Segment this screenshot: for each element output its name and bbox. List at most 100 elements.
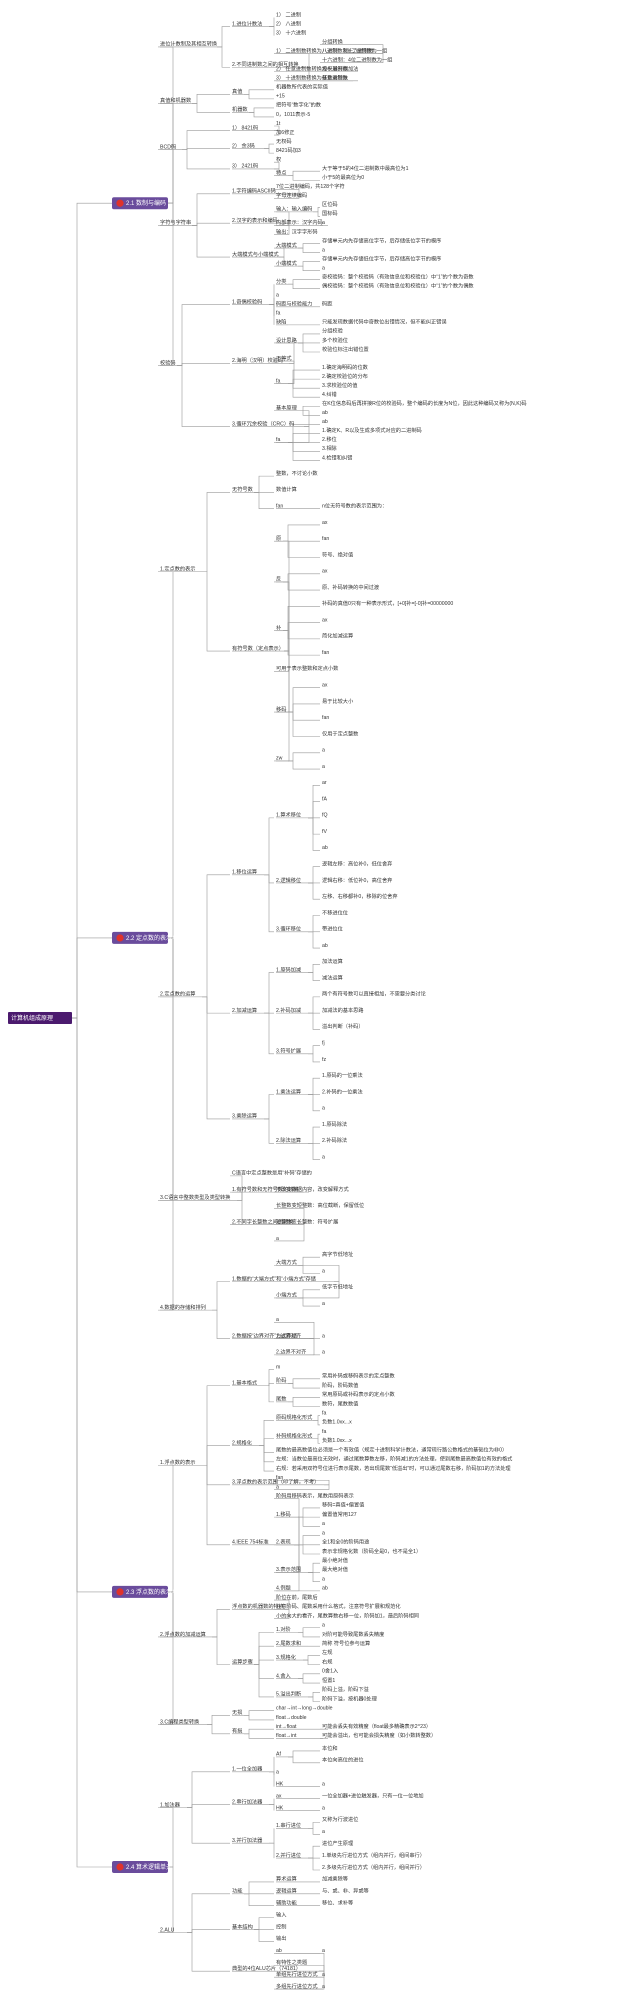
node-label: ab xyxy=(322,1586,328,1592)
node-label: 不移进位位 xyxy=(322,908,348,916)
connector-line xyxy=(259,1445,274,1472)
connector-line xyxy=(264,1385,274,1403)
connector-line xyxy=(298,1265,320,1274)
node-label: a xyxy=(322,1984,325,1990)
connector-line xyxy=(303,1659,320,1665)
connector-line xyxy=(283,573,320,583)
node-label: 2） 任意进制数转换为十进制数 xyxy=(276,65,349,73)
connector-line xyxy=(249,107,274,113)
node-label: n位无符号数的表示范围为： xyxy=(322,501,387,509)
node-label: 阶码，阶码数值 xyxy=(322,1381,358,1389)
node-label: +15 xyxy=(276,94,285,100)
connector-line xyxy=(244,1893,274,1907)
node-label: 2.定点数的运算 xyxy=(160,990,195,998)
node-label: 阶码 xyxy=(276,1376,286,1384)
node-label: 3） 十进制数转换为任意进制数 xyxy=(276,74,349,82)
node-label: 2.补码加减 xyxy=(276,1006,302,1014)
root-node xyxy=(8,1012,72,1024)
connector-line xyxy=(264,972,274,1014)
node-label: 阶码上溢，阶码下溢 xyxy=(322,1685,369,1693)
connector-line xyxy=(313,207,320,213)
node-label: a xyxy=(322,1948,325,1954)
node-label: a xyxy=(322,1154,325,1160)
connector-line xyxy=(308,1562,320,1573)
node-label: 1.原码除法 xyxy=(322,1120,347,1128)
node-label: 数符，尾数数值 xyxy=(322,1399,358,1407)
node-label: 原码规格化形式 xyxy=(276,1413,313,1421)
node-label: fa xyxy=(322,1429,326,1435)
node-label: a xyxy=(322,1623,325,1629)
node-label: a xyxy=(322,1781,325,1787)
node-label: 区位码 xyxy=(322,200,338,208)
connector-line xyxy=(177,365,230,427)
node-label: 输入：输入编码 xyxy=(276,205,312,213)
node-label: 2.确定校验位的分布 xyxy=(322,372,368,380)
node-label: a xyxy=(322,247,325,253)
node-label: 不等式 xyxy=(276,354,292,362)
node-label: 尾数 xyxy=(276,1395,287,1403)
node-label: 2.规格化 xyxy=(232,1438,252,1446)
connector-line xyxy=(308,1053,320,1063)
node-label: 1.进位计数法 xyxy=(232,19,262,27)
node-label: 字符与字符串 xyxy=(160,218,191,226)
node-label: 无权码 xyxy=(276,137,292,145)
node-label: 1.串行进位 xyxy=(276,1821,301,1829)
connector-line xyxy=(177,363,230,366)
node-label: fa xyxy=(322,1411,326,1417)
node-label: 简称 符号位参与运算 xyxy=(322,1639,370,1647)
node-label: 短整数变长整数：符号扩展 xyxy=(276,1217,338,1225)
connector-line xyxy=(269,1771,275,1775)
node-label: 数值计算 xyxy=(276,485,297,493)
node-label: 进位产生原理 xyxy=(322,1839,354,1847)
connector-line xyxy=(308,996,320,1014)
node-label: 2.不同进制数之间的相互转换 xyxy=(232,60,299,68)
node-label: 真值 xyxy=(232,87,242,95)
node-label: 码距 xyxy=(322,300,332,308)
connector-line xyxy=(244,1715,274,1721)
connector-line xyxy=(72,1017,112,1868)
node-label: 2.移位 xyxy=(322,435,337,443)
connector-line xyxy=(244,89,274,95)
connector-line xyxy=(269,1798,275,1805)
node-label: float→int xyxy=(276,1733,297,1739)
node-label: 加6修正 xyxy=(276,128,294,136)
node-label: fj xyxy=(322,1040,325,1046)
connector-line xyxy=(264,148,274,154)
connector-line xyxy=(202,996,230,1120)
node-label: 可用于表示整数和定点小数 xyxy=(276,664,339,672)
node-label: float→double xyxy=(276,1715,307,1721)
connector-line xyxy=(283,630,320,656)
connector-line xyxy=(274,193,300,199)
node-label: 码距与校验能力 xyxy=(276,300,312,308)
node-label: 减法运算 xyxy=(322,973,343,981)
node-label: 4.检错和纠错 xyxy=(322,453,352,461)
node-label: 控制 xyxy=(276,1922,286,1930)
node-label: ab xyxy=(276,1948,282,1954)
connector-line xyxy=(308,1012,320,1030)
connector-line xyxy=(298,1516,320,1527)
node-label: fan xyxy=(276,503,283,509)
node-label: 注意阶码、尾数采用什么格式，注意符号扩展和规范化 xyxy=(276,1602,401,1610)
node-label: 存储单元内先存储高位字节，后存储低位字节的模序 xyxy=(322,236,441,244)
connector-line xyxy=(192,222,230,226)
node-label: 尾数的最高数值位必须是一个有效值（规定十进制科学计数法，通常现行路公数格式的基础… xyxy=(276,1445,507,1453)
connector-line xyxy=(182,148,230,151)
node-label: a xyxy=(276,1236,279,1242)
connector-line xyxy=(177,304,230,366)
connector-line xyxy=(288,433,320,443)
section-label: 2.4 算术逻辑单元（ALU） xyxy=(126,1863,196,1871)
node-label: 7位二进制编码，共128个字符 xyxy=(276,182,345,190)
connector-line xyxy=(308,972,320,981)
connector-line xyxy=(269,1828,275,1844)
node-label: 3.规格化 xyxy=(276,1653,296,1661)
node-label: 小端方式 xyxy=(276,1291,298,1299)
connector-line xyxy=(274,130,280,136)
connector-line xyxy=(187,1771,230,1808)
connector-line xyxy=(264,1383,274,1387)
connector-line xyxy=(288,752,320,762)
node-label: 2.数据按“边界对齐”方式存储 xyxy=(232,1331,297,1339)
section-node xyxy=(112,1861,168,1873)
node-label: 阶码下溢，按机器0处理 xyxy=(322,1694,378,1702)
section-badge-icon xyxy=(116,1588,124,1596)
section-badge-icon xyxy=(116,934,124,942)
